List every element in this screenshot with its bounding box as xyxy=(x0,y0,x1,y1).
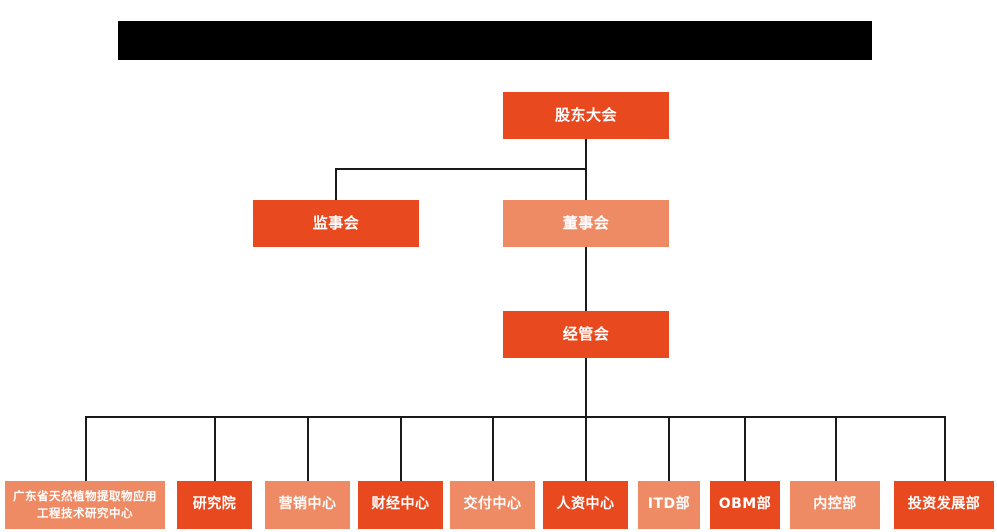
connector-drop-marketing xyxy=(307,416,309,481)
connector-drop-obm xyxy=(744,416,746,481)
connector-board-drop xyxy=(585,168,587,200)
node-dept-investment[interactable]: 投资发展部 xyxy=(894,481,994,529)
node-supervisory-board[interactable]: 监事会 xyxy=(253,200,419,247)
connector-drop-investment xyxy=(944,416,946,481)
connector-board-to-management xyxy=(585,247,587,311)
node-board-of-directors[interactable]: 董事会 xyxy=(503,200,669,247)
node-shareholders-meeting[interactable]: 股东大会 xyxy=(503,92,669,139)
node-dept-obm[interactable]: OBM部 xyxy=(710,481,780,529)
redacted-title-bar xyxy=(118,21,872,60)
node-management-committee[interactable]: 经管会 xyxy=(503,311,669,358)
node-dept-finance[interactable]: 财经中心 xyxy=(358,481,443,529)
connector-departments-bus xyxy=(85,416,946,418)
connector-management-down xyxy=(585,358,587,416)
node-dept-internal-control[interactable]: 内控部 xyxy=(790,481,880,529)
node-dept-hr[interactable]: 人资中心 xyxy=(543,481,628,529)
connector-drop-internal-control xyxy=(835,416,837,481)
node-dept-marketing[interactable]: 营销中心 xyxy=(265,481,350,529)
connector-drop-research-center xyxy=(85,416,87,481)
connector-supervisors-drop xyxy=(335,168,337,200)
connector-drop-hr xyxy=(585,416,587,481)
node-dept-institute[interactable]: 研究院 xyxy=(177,481,252,529)
node-dept-research-center[interactable]: 广东省天然植物提取物应用工程技术研究中心 xyxy=(5,481,165,529)
connector-level2-bus xyxy=(335,168,586,170)
connector-drop-finance xyxy=(400,416,402,481)
connector-drop-itd xyxy=(668,416,670,481)
connector-drop-delivery xyxy=(492,416,494,481)
node-dept-itd[interactable]: ITD部 xyxy=(638,481,700,529)
connector-drop-institute xyxy=(214,416,216,481)
connector-shareholders-down xyxy=(585,138,587,169)
node-dept-delivery[interactable]: 交付中心 xyxy=(450,481,535,529)
